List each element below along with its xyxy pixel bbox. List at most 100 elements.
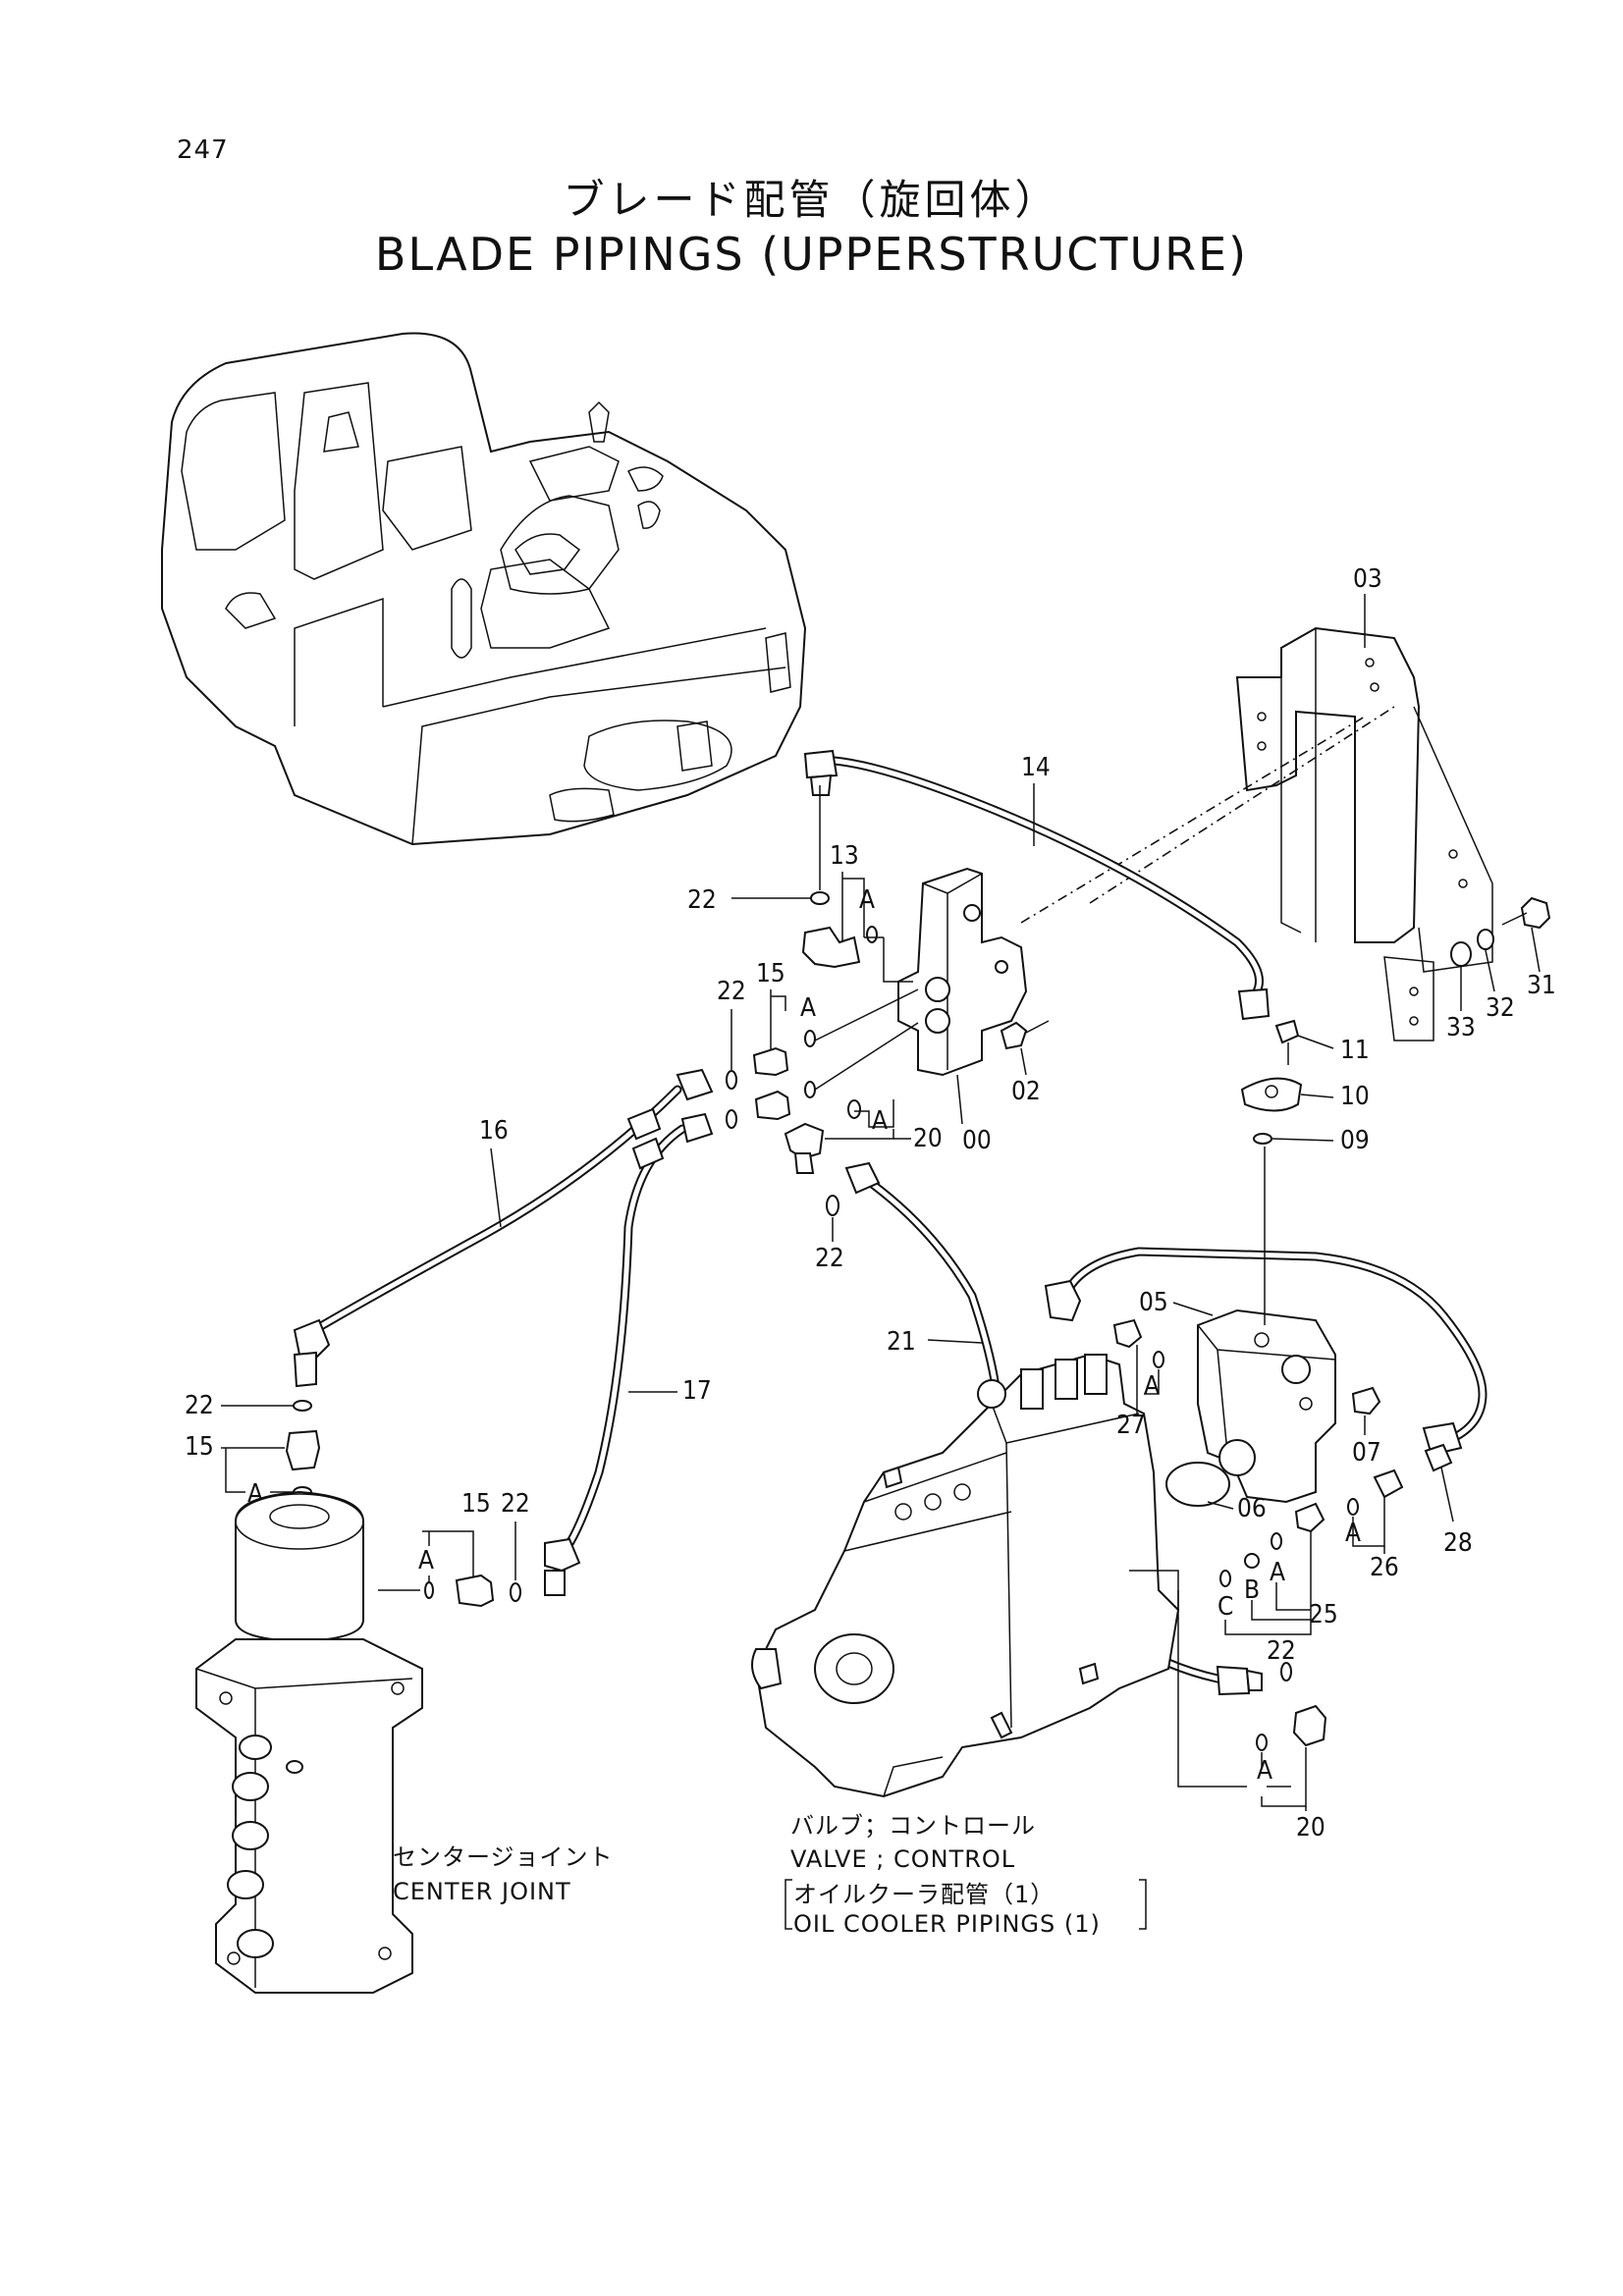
part-label-32: 32 (1486, 993, 1515, 1023)
hose-part-16 (293, 1068, 714, 1388)
connection-mark-c: C (1217, 1592, 1233, 1622)
part-label-07: 07 (1352, 1438, 1381, 1468)
connection-mark-b: B (1244, 1575, 1260, 1605)
connection-mark-a: A (1257, 1756, 1272, 1786)
connection-mark-a: A (1144, 1371, 1160, 1401)
assembly-leader-line (1089, 706, 1395, 904)
page-title-japanese: ブレード配管（旋回体） (563, 176, 1060, 224)
control-valve-illustration (751, 1353, 1180, 1798)
elbow-fitting-part-20 (1292, 1704, 1327, 1747)
part-label-22: 22 (687, 885, 717, 915)
bolt-part-31 (1501, 896, 1551, 930)
o-ring (424, 1581, 434, 1599)
oil-cooler-hose (1044, 1247, 1488, 1457)
hose-part-14 (803, 749, 1271, 1021)
part-label-26: 26 (1370, 1553, 1399, 1582)
plug (1244, 1553, 1260, 1569)
bolt-part-11 (1274, 1019, 1300, 1065)
bracket-mark (784, 1879, 792, 1930)
o-ring (804, 1030, 816, 1047)
part-label-20: 20 (1296, 1813, 1325, 1842)
part-label-20: 20 (913, 1124, 943, 1153)
part-label-05: 05 (1139, 1288, 1168, 1317)
part-label-06: 06 (1237, 1494, 1267, 1523)
o-ring (1219, 1570, 1231, 1587)
part-label-14: 14 (1021, 753, 1051, 782)
o-ring (726, 1109, 737, 1129)
part-label-15: 15 (185, 1432, 214, 1462)
oil-cooler-label-japanese: オイルクーラ配管（1） (793, 1881, 1055, 1908)
part-label-22: 22 (501, 1489, 530, 1519)
washer-part-32 (1477, 929, 1494, 950)
bolt-part-02 (1000, 1020, 1050, 1050)
plate-part-06 (1165, 1462, 1230, 1507)
o-ring (1256, 1734, 1268, 1751)
o-ring-part-22 (293, 1400, 312, 1412)
o-ring-part-09 (1253, 1133, 1272, 1145)
o-ring-part-22 (726, 1070, 737, 1090)
part-label-10: 10 (1340, 1082, 1370, 1111)
part-label-25: 25 (1309, 1600, 1338, 1629)
part-label-22: 22 (1267, 1636, 1296, 1666)
part-label-16: 16 (479, 1116, 509, 1146)
straight-fitting-part-15 (455, 1574, 495, 1608)
part-label-03: 03 (1353, 564, 1382, 594)
o-ring (847, 1099, 861, 1119)
part-label-02: 02 (1011, 1077, 1041, 1106)
part-label-22: 22 (815, 1244, 844, 1273)
connection-mark-a: A (418, 1546, 434, 1575)
fitting-part-27 (1112, 1318, 1143, 1349)
excavator-overview-illustration (161, 332, 807, 846)
oil-cooler-label: OIL COOLER PIPINGS (1) (793, 1910, 1101, 1938)
part-label-27: 27 (1116, 1411, 1146, 1440)
o-ring (1271, 1532, 1282, 1550)
o-ring-part-22 (510, 1582, 521, 1602)
fitting-part-07 (1351, 1386, 1381, 1415)
part-label-22: 22 (717, 977, 746, 1006)
fitting-part-26 (1373, 1468, 1404, 1499)
part-label-15: 15 (756, 959, 785, 988)
part-label-31: 31 (1527, 971, 1556, 1000)
connection-mark-a: A (859, 885, 875, 915)
blade-valve-part-00 (897, 867, 1028, 1077)
assembly-leader-line (1020, 716, 1366, 924)
washer-part-33 (1450, 941, 1472, 967)
part-label-17: 17 (682, 1376, 712, 1406)
connection-mark-a: A (1270, 1558, 1285, 1587)
center-joint-label-japanese: センタージョイント (393, 1843, 614, 1871)
plate-part-10 (1240, 1077, 1303, 1112)
center-joint-illustration (195, 1490, 423, 1994)
o-ring (1153, 1351, 1164, 1368)
connection-mark-a: A (1345, 1519, 1361, 1548)
straight-fitting (754, 1090, 791, 1121)
o-ring (804, 1081, 816, 1098)
elbow-fitting-part-20 (784, 1122, 825, 1174)
valve-part-05 (1197, 1308, 1336, 1504)
hose-part-17 (544, 1112, 714, 1596)
straight-fitting-part-15 (752, 1046, 789, 1077)
fitting-part-28 (1424, 1443, 1453, 1472)
page-title: BLADE PIPINGS (UPPERSTRUCTURE) (374, 228, 1249, 281)
o-ring-part-22 (1280, 1662, 1292, 1682)
part-label-22: 22 (185, 1391, 214, 1420)
straight-fitting-part-15 (285, 1429, 321, 1471)
o-ring-part-22 (810, 891, 830, 905)
part-label-21: 21 (887, 1327, 916, 1357)
bracket-part-03 (1235, 594, 1493, 1041)
connection-mark-a: A (800, 993, 816, 1023)
page-number: 247 (177, 135, 229, 165)
o-ring (866, 926, 878, 943)
center-joint-label: CENTER JOINT (393, 1878, 571, 1905)
fitting-part-25 (1294, 1502, 1325, 1533)
part-label-28: 28 (1443, 1528, 1473, 1558)
bracket-mark (1139, 1879, 1147, 1930)
o-ring-part-22 (826, 1195, 839, 1216)
part-label-11: 11 (1340, 1036, 1370, 1065)
part-label-33: 33 (1446, 1013, 1476, 1042)
connection-mark-a: A (872, 1106, 888, 1136)
elbow-fitting-part-13 (801, 926, 861, 969)
part-label-09: 09 (1340, 1126, 1370, 1155)
part-label-00: 00 (962, 1126, 992, 1155)
part-label-15: 15 (461, 1489, 491, 1519)
